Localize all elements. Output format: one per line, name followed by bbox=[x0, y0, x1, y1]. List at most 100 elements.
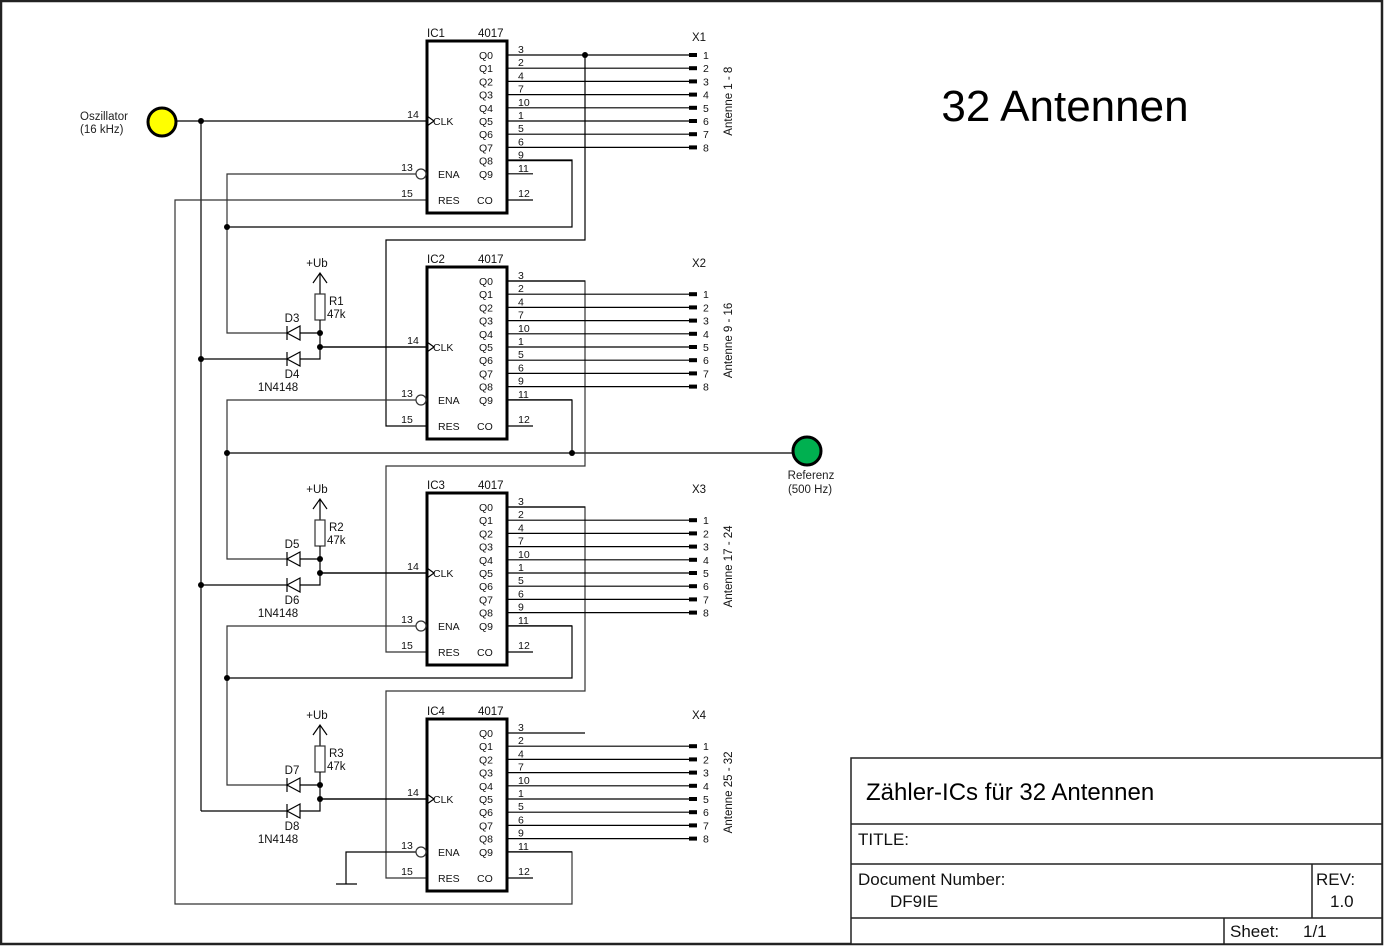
connector-pin-icon bbox=[689, 610, 697, 615]
pin-name-q4: Q4 bbox=[479, 329, 493, 341]
antenna-range-label: Antenne 9 - 16 bbox=[723, 303, 735, 378]
pin-number: 15 bbox=[401, 866, 413, 878]
diode-icon bbox=[285, 324, 301, 342]
connector-pin-icon bbox=[689, 331, 697, 336]
pin-name-q1: Q1 bbox=[479, 63, 493, 75]
diode-type: 1N4148 bbox=[258, 608, 298, 620]
diode-icon bbox=[285, 776, 301, 794]
oscillator-port[interactable] bbox=[146, 106, 178, 138]
clock-triangle-icon bbox=[426, 793, 436, 805]
junction-dot bbox=[317, 330, 323, 336]
connector-pin-icon bbox=[689, 757, 697, 762]
oscillator-label: Oszillator bbox=[80, 111, 128, 123]
pin-number: 11 bbox=[518, 615, 529, 627]
pin-number: 13 bbox=[401, 614, 413, 626]
pin-name-q5: Q5 bbox=[479, 794, 493, 806]
reference-circle-icon[interactable] bbox=[791, 435, 823, 467]
connector-pin-number: 3 bbox=[703, 768, 709, 780]
connector-pin-icon bbox=[689, 105, 697, 110]
sheet-title: 32 Antennen bbox=[941, 82, 1188, 131]
pin-name-q8: Q8 bbox=[479, 834, 493, 846]
connector-pin-number: 1 bbox=[703, 515, 709, 527]
ic-body[interactable] bbox=[425, 265, 509, 441]
junction-dot bbox=[317, 782, 323, 788]
diode-ref: D4 bbox=[285, 369, 300, 381]
pin-number: 3 bbox=[518, 722, 524, 734]
pin-name-q2: Q2 bbox=[479, 528, 493, 540]
ic-part-label: 4017 bbox=[478, 28, 504, 40]
reference-port[interactable] bbox=[791, 435, 823, 467]
connector-pin-icon bbox=[689, 571, 697, 575]
ic-ref-label: IC3 bbox=[427, 480, 445, 492]
ic-ref-label: IC4 bbox=[427, 706, 446, 718]
antenna-range-label: Antenne 17 - 24 bbox=[723, 525, 735, 607]
pin-name-q2: Q2 bbox=[479, 76, 493, 88]
pin-name-q6: Q6 bbox=[479, 129, 493, 141]
ena-label: ENA bbox=[438, 169, 460, 181]
connector-pin-number: 7 bbox=[703, 594, 709, 606]
pin-number: 3 bbox=[518, 496, 524, 508]
pin-name-q4: Q4 bbox=[479, 781, 493, 793]
res-label: RES bbox=[438, 195, 460, 207]
pin-number: 7 bbox=[518, 536, 524, 548]
pin-name-q2: Q2 bbox=[479, 302, 493, 314]
pin-number: 2 bbox=[518, 509, 524, 521]
connector-pin-icon bbox=[689, 770, 697, 775]
connector-pin-number: 6 bbox=[703, 807, 709, 819]
pin-number: 12 bbox=[518, 866, 530, 878]
pin-name-q4: Q4 bbox=[479, 555, 493, 567]
resistor-value: 47k bbox=[327, 535, 346, 547]
ic-part-label: 4017 bbox=[478, 254, 504, 266]
oscillator-circle-icon[interactable] bbox=[146, 106, 178, 138]
connector-pin-number: 1 bbox=[703, 50, 709, 62]
connector-pin-number: 7 bbox=[703, 820, 709, 832]
pin-name-q5: Q5 bbox=[479, 342, 493, 354]
pin-name-q3: Q3 bbox=[479, 90, 493, 102]
pin-name-q1: Q1 bbox=[479, 515, 493, 527]
title-block-description: Zähler-ICs für 32 Antennen bbox=[866, 779, 1154, 806]
supply-label: +Ub bbox=[306, 710, 327, 722]
connector-pin-icon bbox=[689, 292, 697, 297]
resistor-value: 47k bbox=[327, 761, 346, 773]
ic-part-label: 4017 bbox=[478, 706, 504, 718]
doc-number-value: DF9IE bbox=[890, 892, 938, 911]
diode-ref: D6 bbox=[285, 595, 300, 607]
supply-arrow-icon bbox=[312, 271, 328, 294]
pin-number: 4 bbox=[518, 748, 524, 760]
gate-wire bbox=[300, 320, 321, 360]
pin-number: 10 bbox=[518, 323, 530, 335]
pin-name-q0: Q0 bbox=[479, 276, 493, 288]
diode-icon bbox=[285, 350, 301, 368]
ic-body[interactable] bbox=[425, 491, 509, 667]
ic-ref-label: IC1 bbox=[427, 28, 445, 40]
connector-pin-icon bbox=[689, 132, 697, 137]
pin-number: 10 bbox=[518, 775, 530, 787]
connector-pin-number: 8 bbox=[703, 142, 709, 154]
pin-name-q9: Q9 bbox=[479, 847, 493, 859]
pin-number: 12 bbox=[518, 188, 530, 200]
pin-number: 13 bbox=[401, 388, 413, 400]
sheet-value: 1/1 bbox=[1303, 922, 1327, 941]
ena-label: ENA bbox=[438, 621, 460, 633]
connector-pin-icon bbox=[689, 823, 697, 828]
pin-number: 14 bbox=[407, 561, 419, 573]
ic-body[interactable] bbox=[425, 717, 509, 893]
pin-number: 5 bbox=[518, 575, 524, 587]
pin-name-q9: Q9 bbox=[479, 621, 493, 633]
pin-name-q9: Q9 bbox=[479, 169, 493, 181]
ic-body[interactable] bbox=[425, 39, 509, 215]
inverter-bubble-icon bbox=[415, 620, 427, 632]
connector-label: X2 bbox=[692, 258, 706, 270]
supply-label: +Ub bbox=[306, 484, 327, 496]
pin-number: 10 bbox=[518, 549, 530, 561]
connector-pin-number: 4 bbox=[703, 329, 709, 341]
pin-number: 7 bbox=[518, 310, 524, 322]
pin-name-q6: Q6 bbox=[479, 807, 493, 819]
rev-label: REV: bbox=[1316, 870, 1355, 889]
diode-type: 1N4148 bbox=[258, 382, 298, 394]
